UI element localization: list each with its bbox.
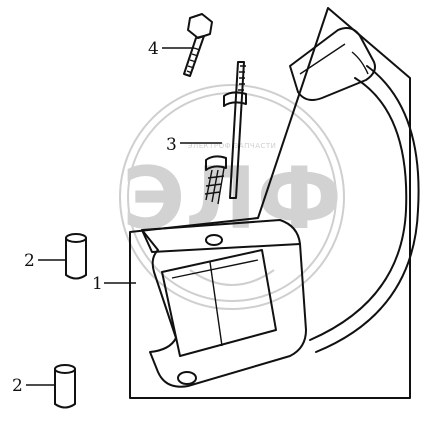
hex-bolt xyxy=(183,13,213,77)
stud-bolt xyxy=(204,61,247,205)
spacer-lower xyxy=(54,364,76,409)
bolt-head xyxy=(187,13,213,39)
ignition-lead xyxy=(289,27,420,353)
spacer-upper xyxy=(65,233,87,280)
stud-nut xyxy=(205,155,227,171)
assembly-frame xyxy=(129,7,411,399)
stud-collar xyxy=(223,91,247,107)
callout-1: 1 xyxy=(92,274,103,294)
watermark-tagline: ЭЛЕКТРОФ ЗАПЧАСТИ xyxy=(188,142,277,150)
coil-lamination xyxy=(161,249,277,357)
mounting-hole-bottom xyxy=(177,371,197,385)
ignition-coil xyxy=(141,219,307,388)
watermark-ring xyxy=(119,84,345,310)
mounting-hole-top xyxy=(205,234,223,246)
callout-3: 3 xyxy=(166,135,177,155)
callout-2-lower: 2 xyxy=(12,376,23,396)
callout-4: 4 xyxy=(148,39,159,59)
callout-2-upper: 2 xyxy=(24,251,35,271)
spark-plug-cap xyxy=(289,27,376,101)
leader-lines xyxy=(26,47,222,386)
